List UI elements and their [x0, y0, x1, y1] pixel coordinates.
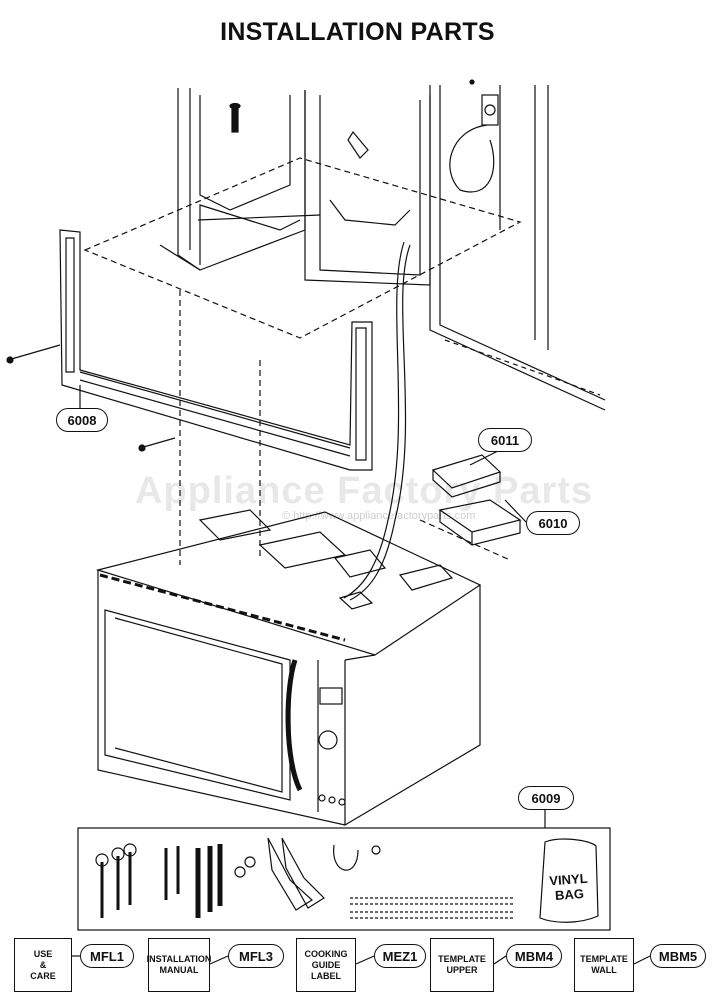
doc-installation-manual: INSTALLATION MANUAL	[147, 938, 211, 992]
doc-code-mbm4: MBM4	[506, 944, 562, 968]
doc-code-mbm5: MBM5	[650, 944, 706, 968]
mounting-plate-6008	[7, 229, 373, 471]
footprint-outline	[83, 157, 522, 565]
power-outlet	[343, 94, 499, 601]
watermark-url: © http://www.appliancefactoryparts.com	[282, 510, 476, 522]
callout-leaders	[79, 385, 546, 828]
callout-6010: 6010	[526, 511, 580, 535]
callout-6009: 6009	[518, 786, 574, 810]
callout-6008: 6008	[56, 408, 108, 432]
doc-connectors	[72, 955, 651, 965]
upper-cabinets	[159, 88, 431, 286]
doc-cooking-guide-label: COOKING GUIDE LABEL	[296, 938, 356, 992]
watermark: Appliance Factory Parts	[135, 470, 594, 512]
vinyl-bag-label: VINYL BAG	[548, 870, 589, 903]
damper-parts	[431, 454, 522, 546]
doc-code-mfl1: MFL1	[80, 944, 134, 968]
wall	[429, 85, 606, 411]
doc-code-mez1: MEZ1	[374, 944, 426, 968]
callout-6011: 6011	[478, 428, 532, 452]
microwave	[95, 509, 482, 826]
hardware-kit-box	[77, 827, 611, 931]
page-title: INSTALLATION PARTS	[220, 18, 495, 46]
doc-code-mfl3: MFL3	[228, 944, 284, 968]
doc-use-care: USE & CARE	[14, 938, 72, 992]
doc-template-upper: TEMPLATE UPPER	[430, 938, 494, 992]
screws	[6, 79, 475, 452]
doc-template-wall: TEMPLATE WALL	[574, 938, 634, 992]
